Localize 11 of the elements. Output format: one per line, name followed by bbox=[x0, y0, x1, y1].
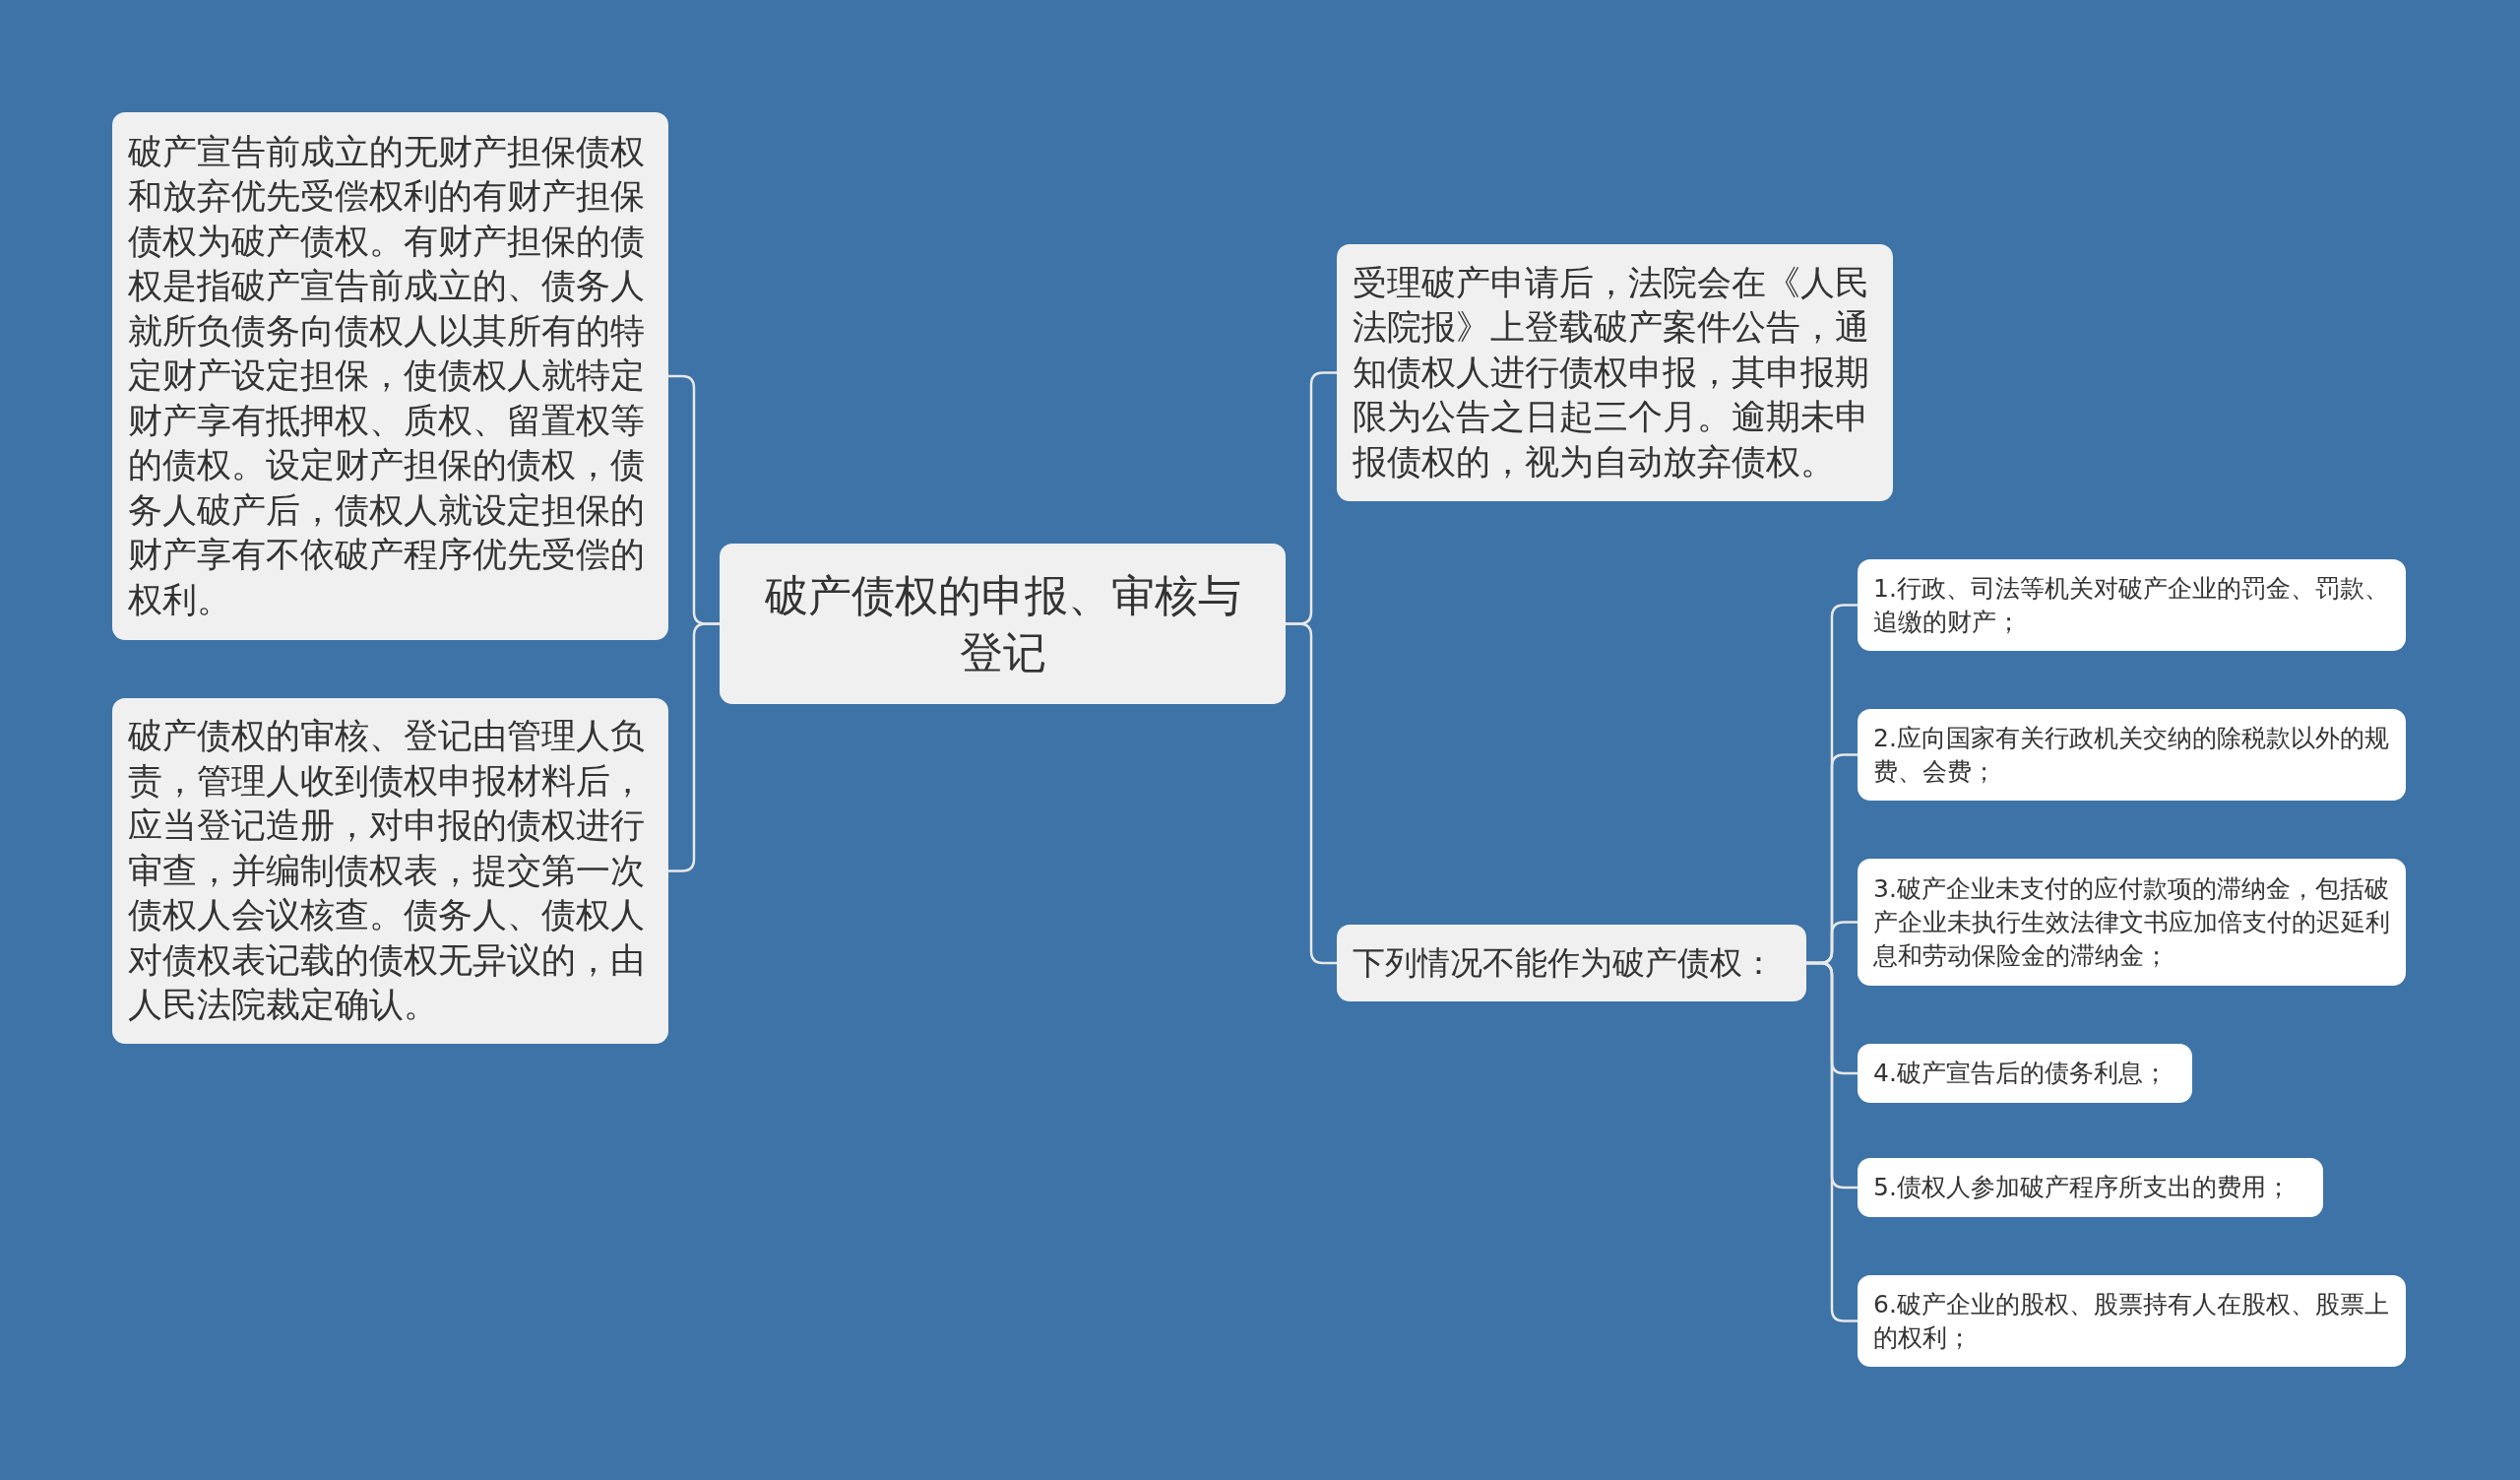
text-box: 下列情况不能作为破产债权： bbox=[1337, 925, 1806, 1001]
list-item-box: 3.破产企业未支付的应付款项的滞纳金，包括破产企业未执行生效法律文书应加倍支付的迟延利息和劳动保险金的滞纳金； bbox=[1858, 859, 2406, 986]
list-item-box: 4.破产宣告后的债务利息； bbox=[1858, 1044, 2192, 1103]
list-item-box: 5.债权人参加破产程序所支出的费用； bbox=[1858, 1158, 2323, 1217]
text-box: 破产债权的审核、登记由管理人负责，管理人收到债权申报材料后，应当登记造册，对申报的债权进行审查，并编制债权表，提交第一次债权人会议核查。债务人、债权人对债权表记载的债权无异议的，由人民法院裁定确认。 bbox=[112, 698, 668, 1044]
text-box: 受理破产申请后，法院会在《人民法院报》上登载破产案件公告，通知债权人进行债权申报，其申报期限为公告之日起三个月。逾期未申报债权的，视为自动放弃债权。 bbox=[1337, 244, 1893, 501]
list-item-box: 1.行政、司法等机关对破产企业的罚金、罚款、追缴的财产； bbox=[1858, 559, 2406, 651]
list-item-box: 6.破产企业的股权、股票持有人在股权、股票上的权利； bbox=[1858, 1275, 2406, 1367]
text-box: 破产宣告前成立的无财产担保债权和放弃优先受偿权利的有财产担保债权为破产债权。有财产担保的债权是指破产宣告前成立的、债务人就所负债务向债权人以其所有的特定财产设定担保，使债权人就特定财产享有抵押权、质权、留置权等的债权。设定财产担保的债权，债务人破产后，债权人就设定担保的财产享有不依破产程序优先受偿的权利。 bbox=[112, 112, 668, 640]
list-item-box: 2.应向国家有关行政机关交纳的除税款以外的规费、会费； bbox=[1858, 709, 2406, 801]
topic-box: 破产债权的申报、审核与登记 bbox=[720, 544, 1286, 704]
